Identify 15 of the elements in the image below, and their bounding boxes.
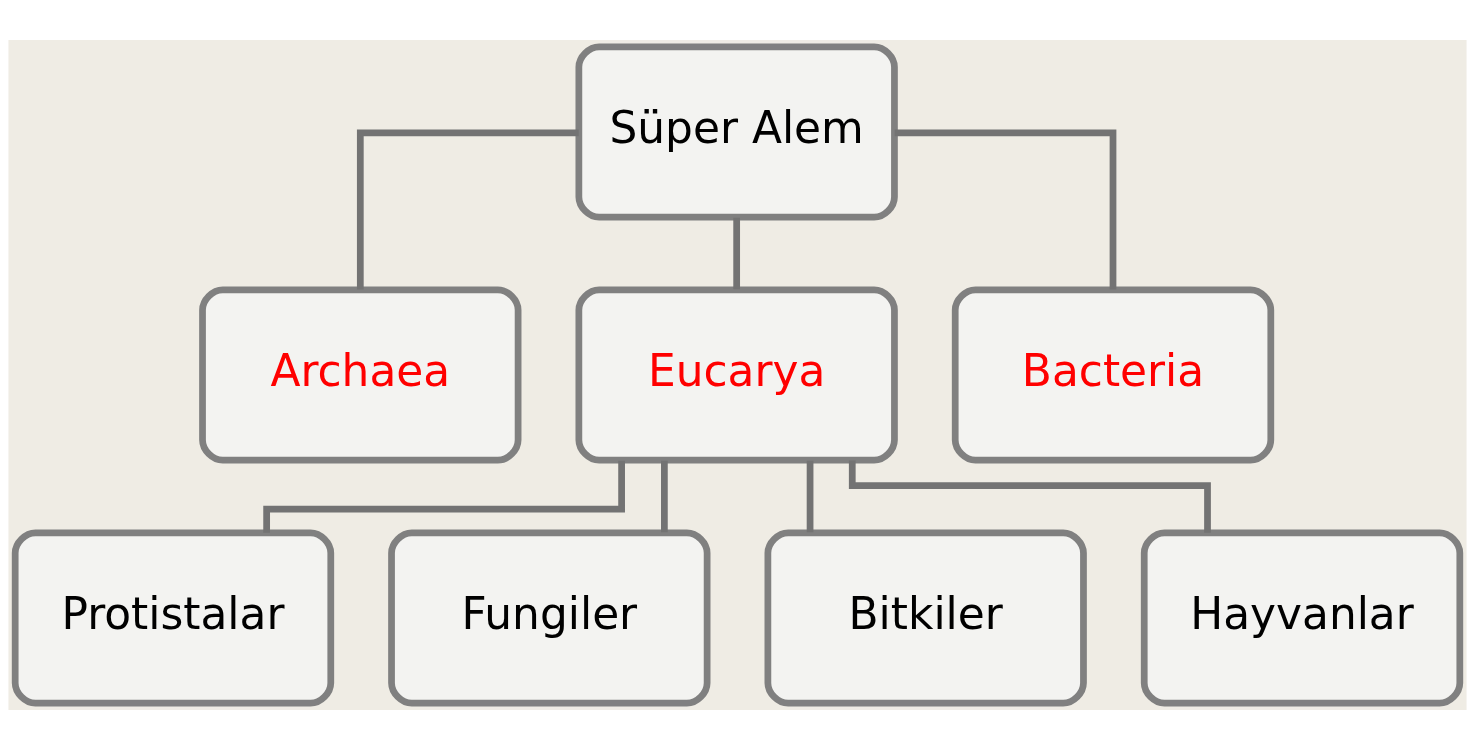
connector [894, 129, 1117, 290]
node-box: Eucarya [575, 286, 898, 464]
node-box: Bitkiler [764, 529, 1087, 707]
connector [806, 460, 814, 533]
connector [263, 460, 625, 533]
node-box: Archaea [199, 286, 522, 464]
node-box: Hayvanlar [1140, 529, 1464, 707]
connector [848, 460, 1211, 533]
node-box: Protistalar [11, 529, 335, 707]
connector [356, 129, 579, 290]
connector [733, 217, 741, 290]
node-box: Bacteria [951, 286, 1275, 464]
node-box: Süper Alem [575, 43, 898, 221]
node-box: Fungiler [388, 529, 711, 707]
connector [661, 460, 668, 533]
